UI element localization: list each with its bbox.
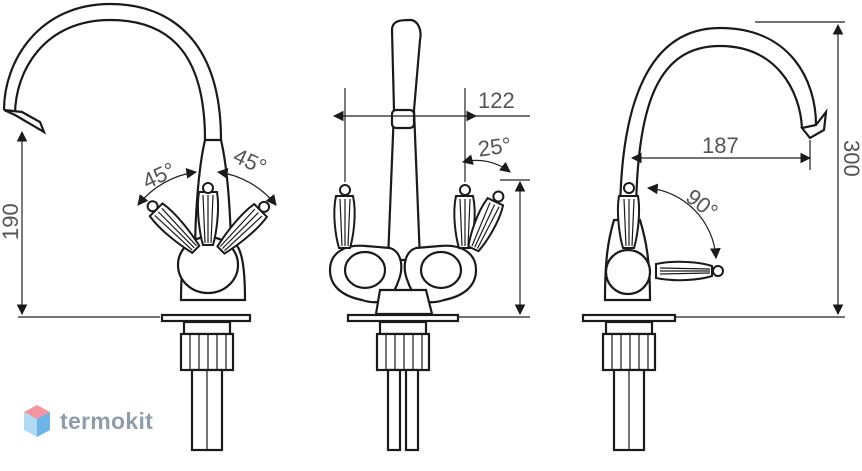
watermark-logo: termokit (22, 404, 153, 438)
handle-up-side (616, 182, 641, 249)
view-front-straight: 122 25° (328, 18, 530, 452)
angle-25-arc (461, 154, 511, 173)
height-300-label: 300 (839, 140, 862, 177)
base-plate (160, 313, 252, 323)
reach-187-label: 187 (702, 133, 739, 158)
angle-25-label: 25° (476, 132, 512, 161)
base-plate-2 (346, 313, 460, 323)
spout-tip (3, 108, 47, 135)
watermark-text: termokit (60, 407, 154, 434)
handle-right-tilted (467, 190, 505, 253)
supply-tube-right (404, 368, 420, 452)
nut (182, 320, 232, 336)
handle-left (146, 200, 201, 255)
angle-90-arc (646, 183, 721, 260)
spout-vertical (386, 18, 422, 262)
handle-horizontal-side (655, 260, 724, 282)
spout-tip-side (800, 108, 828, 140)
angle-right-label: 45° (230, 143, 271, 180)
view-front-angled: 45° 45° 190 (0, 2, 277, 452)
base-plate-3 (581, 313, 677, 323)
view-side: 90° 187 300 (581, 21, 862, 452)
height-190-label: 190 (0, 203, 23, 240)
supply-tube-left (386, 368, 402, 452)
spacing-122-label: 122 (478, 88, 515, 113)
handle-center (196, 182, 220, 246)
angle-left-label: 45° (138, 157, 179, 194)
angle-90-label: 90° (681, 184, 723, 224)
cube-logo-icon (24, 405, 50, 437)
handle-left-2 (333, 184, 356, 249)
